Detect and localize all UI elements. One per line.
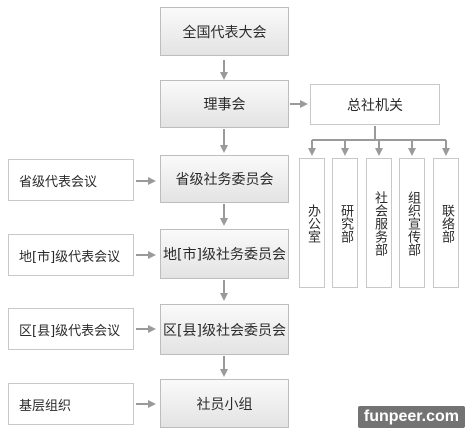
dept-social-services: 社会服务部 (366, 158, 392, 288)
watermark: funpeer.com (357, 406, 465, 428)
city-committee-box: 地[市]级社务委员会 (160, 229, 289, 279)
provincial-committee-box: 省级社务委员会 (160, 155, 289, 203)
member-group-box: 社员小组 (160, 379, 289, 428)
dept-research: 研究部 (332, 158, 358, 288)
city-congress-box: 地[市]级代表会议 (8, 234, 134, 276)
dept-organization-publicity: 组织宣传部 (399, 158, 425, 288)
dept-general-office: 办公室 (299, 158, 325, 288)
council-box: 理事会 (160, 80, 289, 128)
county-congress-box: 区[县]级代表会议 (8, 308, 134, 350)
dept-liaison: 联络部 (433, 158, 459, 288)
grassroots-box: 基层组织 (8, 383, 134, 425)
national-congress-box: 全国代表大会 (160, 7, 289, 56)
head-office-box: 总社机关 (310, 84, 440, 125)
county-committee-box: 区[县]级社会委员会 (160, 304, 289, 355)
provincial-congress-box: 省级代表会议 (8, 159, 134, 201)
